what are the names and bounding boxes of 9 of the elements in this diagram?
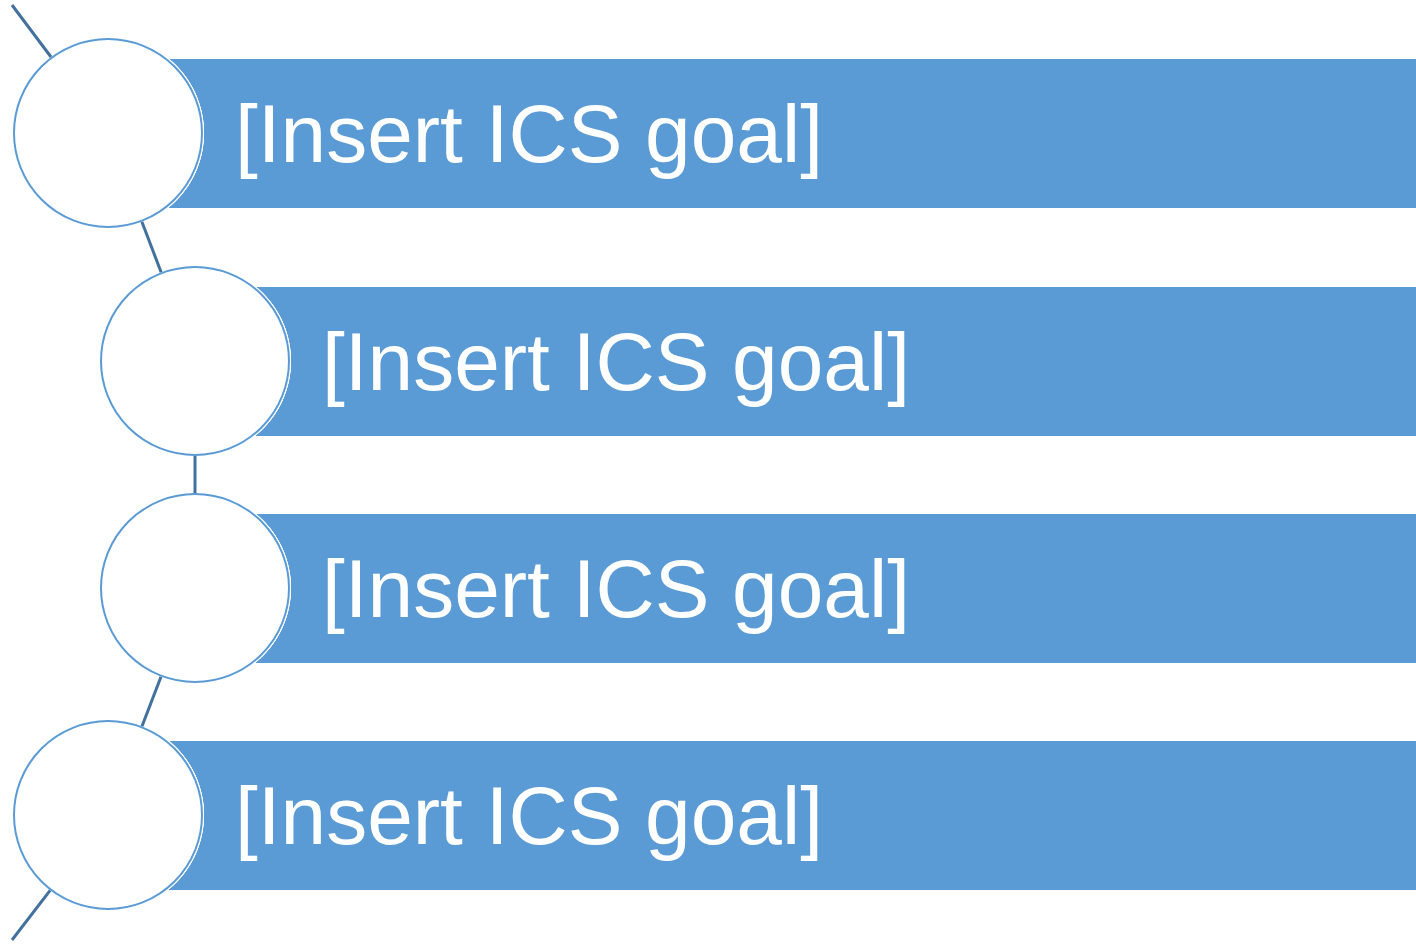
connector-line [10, 889, 52, 941]
goal-bar [255, 287, 1416, 436]
connector-line [140, 221, 163, 273]
goal-bar [255, 514, 1416, 663]
connector-line [10, 4, 53, 58]
connector-line [140, 676, 163, 727]
goal-bar [168, 59, 1416, 208]
goal-bar [168, 741, 1416, 890]
connector-line [193, 456, 197, 493]
